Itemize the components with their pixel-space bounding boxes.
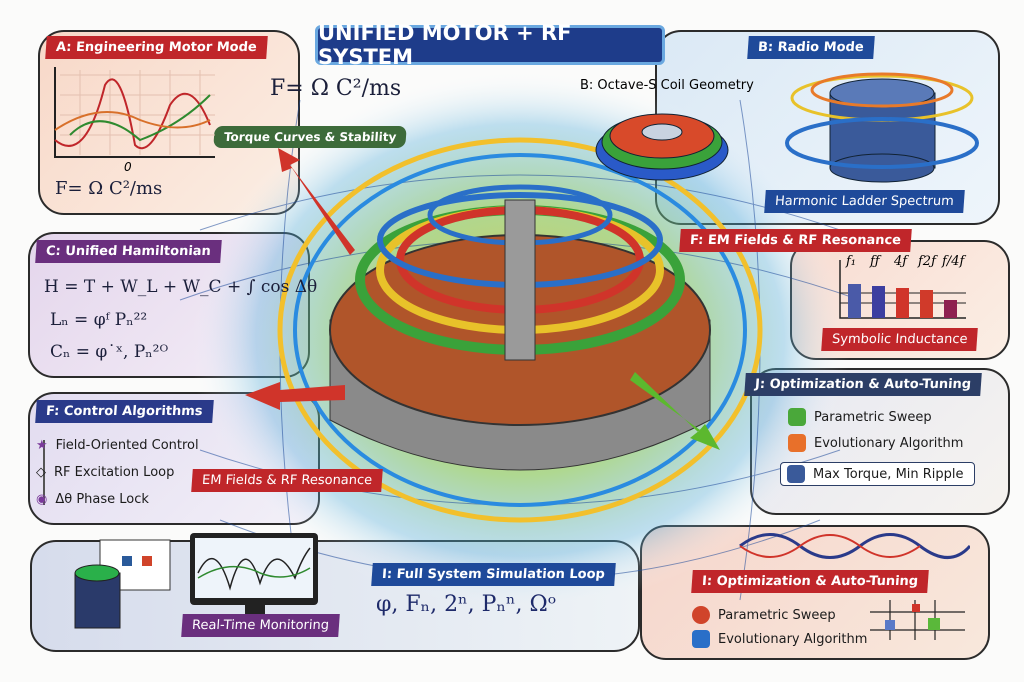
harmonic-bar-chart: [839, 260, 966, 319]
page-title: UNIFIED MOTOR + RF SYSTEM: [318, 21, 572, 69]
panel-c-header: C: Unified Hamiltonian: [35, 240, 222, 263]
panel-controls-header: F: Control Algorithms: [35, 400, 214, 423]
coil-geometry-text: B: Octave-S Coil Geometry: [580, 78, 754, 93]
brain-icon: [787, 465, 805, 483]
em-fields-banner: EM Fields & RF Resonance: [191, 469, 383, 492]
ai-icon: [692, 630, 710, 648]
monitoring-illustration: [74, 533, 318, 629]
series-orange: [54, 111, 211, 131]
control-item-rf-excitation: ◇RF Excitation Loop: [36, 465, 175, 480]
bar-label: f/4f: [942, 254, 965, 269]
rotor-shaft: [504, 199, 536, 361]
octave-coil-drawing: [595, 113, 729, 181]
arrow-left: [245, 382, 345, 410]
i-item-parametric-sweep: Parametric Sweep: [692, 606, 836, 624]
panel-b-header: B: Radio Mode: [747, 36, 875, 59]
sweep-icon: [692, 606, 710, 624]
radio-coil-drawing: [785, 72, 979, 183]
j-item-max-torque: Max Torque, Min Ripple: [780, 462, 975, 486]
torque-curves-label: Torque Curves & Stability: [213, 126, 408, 148]
bar-label: 4ƒ: [894, 254, 908, 269]
harmonic-bar: [848, 284, 861, 318]
inductance-equation: Lₙ = φᶠ Pₙ²²: [50, 310, 148, 330]
panel-j-header: J: Optimization & Auto-Tuning: [744, 373, 982, 396]
coil-geometry-label: B: Octave-S Coil Geometry: [580, 78, 754, 93]
chart-axes: [54, 67, 215, 158]
bar-label: f2ƒ: [918, 254, 936, 269]
evolution-icon: [788, 434, 806, 452]
bar-label: f₁: [846, 254, 857, 269]
harmonic-bar: [896, 288, 909, 318]
panel-a-header: A: Engineering Motor Mode: [45, 36, 268, 59]
genetic-wave-icon: [739, 533, 970, 559]
harmonic-bar: [920, 290, 933, 318]
title-banner: UNIFIED MOTOR + RF SYSTEM: [315, 21, 665, 69]
capacitance-equation: Cₙ = φ˙ˣ, Pₙ²ᴼ: [50, 342, 169, 362]
harmonic-ladder-label: Harmonic Ladder Spectrum: [764, 190, 965, 213]
diamond-icon: ◇: [36, 465, 46, 480]
harmonic-bar: [872, 286, 885, 318]
outer-ring-blue: [293, 153, 747, 507]
j-item-parametric-sweep: Parametric Sweep: [788, 408, 932, 426]
symbolic-inductance-label: Symbolic Inductance: [821, 328, 979, 351]
outer-ring: [277, 137, 763, 523]
sweep-icon: [788, 408, 806, 426]
control-item-phase-lock: ◉Δθ Phase Lock: [36, 492, 149, 507]
series-green: [69, 94, 211, 142]
center-formula: F= Ω C²/ms: [270, 76, 402, 101]
circle-icon: ◉: [36, 492, 48, 507]
simulation-loop-header: I: Full System Simulation Loop: [371, 563, 616, 586]
panel-em-header: F: EM Fields & RF Resonance: [679, 229, 912, 252]
i-item-evolutionary: Evolutionary Algorithm: [692, 630, 867, 648]
tuning-axes-icon: [870, 600, 965, 640]
control-item-field-oriented: ★Field-Oriented Control: [36, 438, 199, 453]
panel-a-formula: F= Ω C²/ms: [55, 178, 163, 199]
star-icon: ★: [36, 438, 48, 453]
arrow-red: [278, 148, 355, 255]
hamiltonian-equation: H = T + W_L + W_C + ∫ cos Δθ: [44, 277, 318, 297]
real-time-monitoring-label: Real-Time Monitoring: [181, 614, 340, 637]
axis-zero-label: 0: [124, 160, 132, 174]
j-item-evolutionary: Evolutionary Algorithm: [788, 434, 963, 452]
motor-cylinder-icon: [74, 572, 121, 629]
bar-labels: f₁ fƒ 4ƒ f2ƒ f/4f: [838, 254, 968, 278]
control-timeline-line: [43, 440, 45, 505]
series-red: [54, 78, 211, 150]
simulation-formula: φ, Fₙ, 2ⁿ, Pₙⁿ, Ωᵒ: [376, 592, 557, 617]
bar-label: fƒ: [870, 254, 880, 269]
harmonic-bar: [944, 300, 957, 318]
arrow-green: [630, 372, 720, 450]
torque-chart: [54, 67, 215, 158]
panel-i-header: I: Optimization & Auto-Tuning: [691, 570, 929, 593]
